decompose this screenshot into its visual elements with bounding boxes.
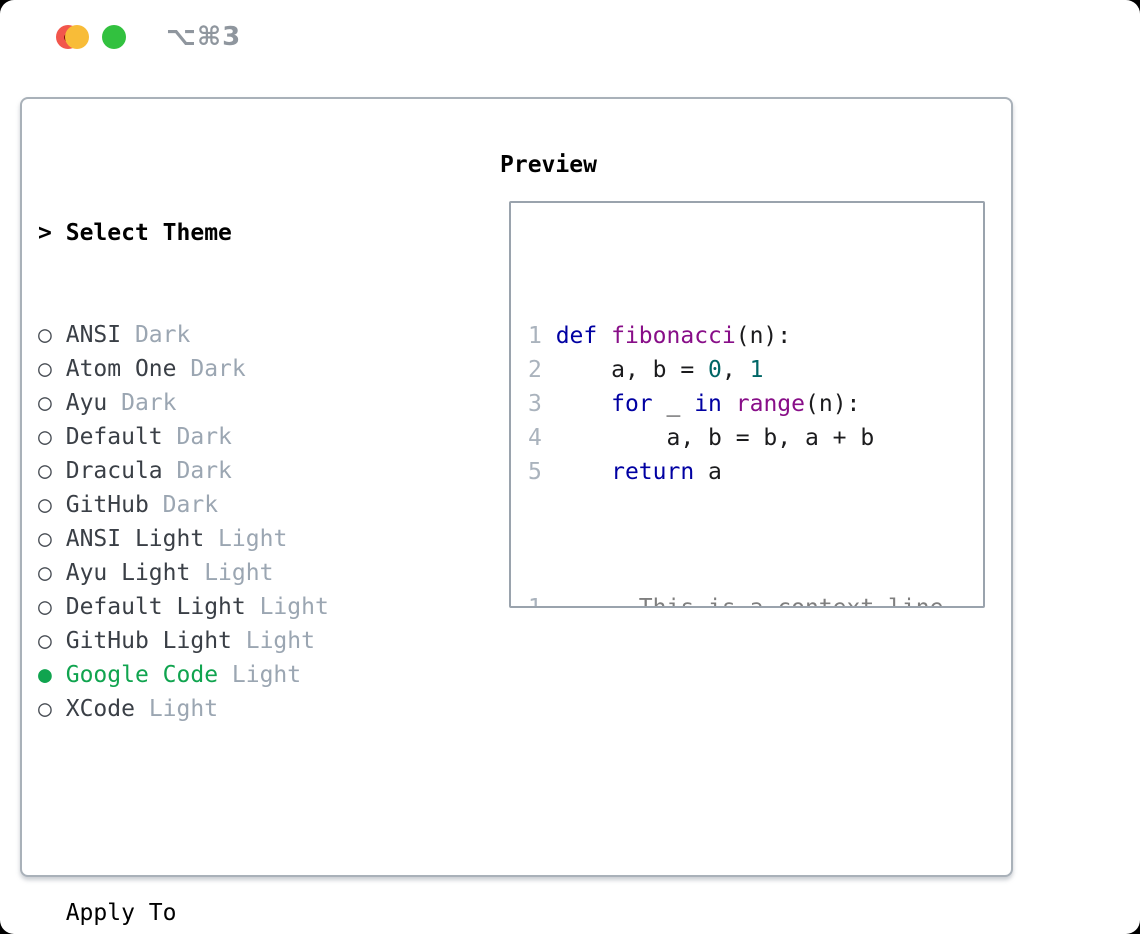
- theme-variant-label: Dark: [121, 322, 191, 348]
- theme-variant-label: Light: [204, 526, 288, 552]
- theme-variant-label: Dark: [107, 390, 177, 416]
- apply-to-header: Apply To: [38, 896, 426, 930]
- line-number: 2: [528, 357, 556, 383]
- theme-item-label: Default Light: [65, 594, 246, 620]
- theme-item-ayu[interactable]: ○ Ayu Dark: [38, 386, 426, 420]
- radio-icon: ○: [38, 560, 52, 586]
- line-number: 1: [528, 323, 556, 349]
- cursor-icon: >: [38, 220, 52, 246]
- theme-item-label: Default: [65, 424, 163, 450]
- theme-item-default[interactable]: ○ Default Dark: [38, 420, 426, 454]
- line-number: 4: [528, 425, 556, 451]
- theme-item-atom-one[interactable]: ○ Atom One Dark: [38, 352, 426, 386]
- line-number: 3: [528, 391, 556, 417]
- radio-icon: ○: [38, 356, 52, 382]
- theme-variant-label: Light: [218, 662, 302, 688]
- theme-list: ○ ANSI Dark○ Atom One Dark○ Ayu Dark○ De…: [38, 318, 426, 726]
- theme-item-label: Ayu: [65, 390, 108, 416]
- theme-variant-label: Dark: [162, 424, 232, 450]
- zoom-button-icon[interactable]: [102, 25, 126, 49]
- theme-item-dracula[interactable]: ○ Dracula Dark: [38, 454, 426, 488]
- code-line: 5 return a: [528, 459, 722, 485]
- theme-item-label: Dracula: [65, 458, 163, 484]
- radio-icon: ○: [38, 458, 52, 484]
- theme-variant-label: Light: [134, 696, 219, 722]
- theme-variant-label: Light: [190, 560, 274, 586]
- preview-box: 1 def fibonacci(n): 2 a, b = 0, 1 3 for _ …: [509, 201, 985, 608]
- radio-icon: ○: [38, 492, 52, 518]
- left-column: > Select Theme ○ ANSI Dark○ Atom One Dar…: [38, 148, 426, 934]
- code-line: 4 a, b = b, a + b: [528, 425, 875, 451]
- radio-icon: ○: [38, 594, 52, 620]
- theme-variant-label: Dark: [162, 458, 232, 484]
- theme-variant-label: Dark: [176, 356, 246, 382]
- minimize-button-icon[interactable]: [65, 25, 89, 49]
- theme-item-ansi-light[interactable]: ○ ANSI Light Light: [38, 522, 426, 556]
- theme-variant-label: Dark: [148, 492, 219, 518]
- radio-icon: ○: [38, 424, 52, 450]
- code-line: 1 def fibonacci(n):: [528, 323, 792, 349]
- diff-block: 1 This is a context line.2 - This line w…: [528, 591, 983, 608]
- theme-variant-label: Light: [231, 628, 315, 654]
- theme-item-google-code[interactable]: ● Google Code Light: [38, 658, 426, 692]
- code-line: 3 for _ in range(n):: [528, 391, 861, 417]
- theme-item-github[interactable]: ○ GitHub Dark: [38, 488, 426, 522]
- code-block: 1 def fibonacci(n): 2 a, b = 0, 1 3 for _ …: [528, 319, 983, 489]
- radio-icon: ○: [38, 696, 52, 722]
- theme-item-label: XCode: [65, 696, 135, 722]
- radio-icon: ○: [38, 526, 52, 552]
- theme-item-label: Google Code: [65, 662, 219, 688]
- preview-content: 1 def fibonacci(n): 2 a, b = 0, 1 3 for _ …: [511, 203, 983, 608]
- theme-item-ansi[interactable]: ○ ANSI Dark: [38, 318, 426, 352]
- preview-title: Preview: [500, 152, 597, 178]
- theme-item-label: ANSI Light: [65, 526, 205, 552]
- radio-icon: ○: [38, 322, 52, 348]
- line-number: 5: [528, 459, 556, 485]
- theme-item-label: GitHub: [65, 492, 149, 518]
- radio-icon: ○: [38, 628, 52, 654]
- theme-item-github-light[interactable]: ○ GitHub Light Light: [38, 624, 426, 658]
- theme-item-label: ANSI: [65, 322, 122, 348]
- window-controls: [28, 25, 126, 49]
- theme-item-xcode[interactable]: ○ XCode Light: [38, 692, 426, 726]
- code-line: 1 This is a context line.: [528, 591, 983, 608]
- selected-radio-icon: ●: [38, 662, 52, 688]
- radio-icon: ○: [38, 390, 52, 416]
- line-number: 1: [528, 595, 556, 608]
- theme-variant-label: Light: [245, 594, 329, 620]
- select-theme-header: > Select Theme: [38, 216, 426, 250]
- theme-item-ayu-light[interactable]: ○ Ayu Light Light: [38, 556, 426, 590]
- code-line: 2 a, b = 0, 1: [528, 357, 764, 383]
- select-theme-title: Select Theme: [65, 220, 232, 246]
- theme-item-default-light[interactable]: ○ Default Light Light: [38, 590, 426, 624]
- theme-item-label: GitHub Light: [65, 628, 232, 654]
- theme-item-label: Atom One: [65, 356, 177, 382]
- window-shortcut-label: ⌥⌘3: [166, 22, 242, 52]
- apply-to-title: Apply To: [65, 900, 177, 926]
- spacer: [38, 794, 426, 828]
- theme-item-label: Ayu Light: [65, 560, 191, 586]
